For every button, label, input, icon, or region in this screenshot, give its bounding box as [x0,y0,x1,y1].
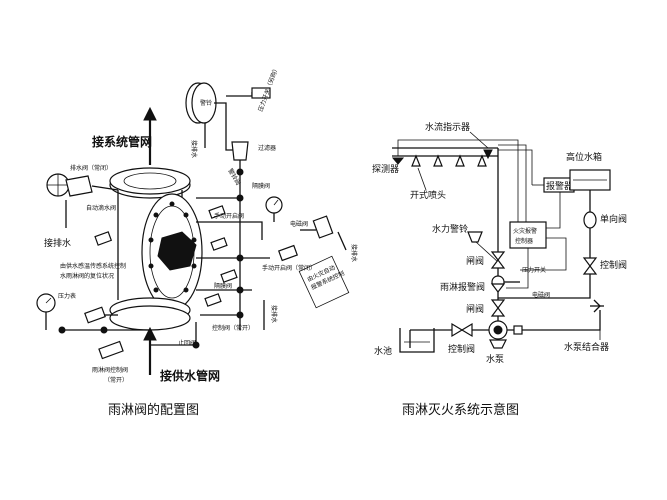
system-pipe-label: 接系统管网 [92,134,152,149]
lock-label: （常开） [104,376,128,384]
open-sprinkler-label: 开式喷头 [410,189,446,201]
system-pipe-arrow: 接系统管网 [92,106,157,165]
control-valve-r-label: 控制阀 [600,259,627,271]
hand-valve-label: 手动开启阀 [214,212,244,220]
fire-panel-line2: 控制器 [515,237,533,245]
pump-loop: 水泵 控制阀 水池 [374,310,601,365]
alarm-panel-label: 报警器 [546,180,573,192]
gate-valve-2-label: 闸阀 [466,304,484,315]
left-caption: 雨淋阀的配置图 [108,402,199,418]
check-label: 止回阀 [178,339,196,347]
alarm-bell-assembly: 警铃 压力开关（另购） 接排水 过滤器 警铃阀 [185,65,280,187]
flow-indicator-label: 水流指示器 [425,121,470,133]
control-valve-label: 控制阀 [448,343,475,355]
diaphragm-label: 隔膜阀 [214,282,232,290]
isolation-label: 隔膜阀 [252,182,270,190]
supply-pipe-arrow: 接供水管网 [143,326,220,383]
reservoir-label: 水池 [374,345,392,357]
hand-open-label: 手动开启阀（常闭） [262,264,316,272]
right-caption: 雨淋灭火系统示意图 [402,402,519,418]
supply-gauge-label: 雨淋阀控制阀 [92,366,128,374]
cut-valve-label: 控制阀（常开） [212,324,254,332]
high-tank-label: 高位水箱 [566,151,602,163]
alarm-bell-label: 警铃 [200,99,212,107]
pressure-switch-label-r: 压力开关 [522,266,546,274]
water-bell: 水力警铃 [432,223,499,263]
fire-panel-line1: 火灾报警 [513,227,537,235]
valve-body [109,167,203,331]
high-tank-leg: 高位水箱 单向阀 控制阀 水泵结合器 [498,151,627,353]
drain-top-label: 接排水 [190,140,198,158]
pump-adapter-label: 水泵结合器 [564,341,609,353]
filter-label: 过滤器 [258,144,276,152]
left-trim: 排水阀（常闭） 接排水 自动滴水阀 由供水感温传感系统控制 水雨淋阀的复位状况 … [36,164,200,384]
supply-pipe-label: 接供水管网 [160,368,220,383]
deluge-valve-label: 雨淋报警阀 [440,281,485,293]
riser-piping: 报警器 火灾报警 控制器 电磁阀 压力开关 [497,139,575,299]
pump-label: 水泵 [486,353,504,365]
drain-valve-label: 排水阀（常闭） [70,164,112,172]
drain-left-label: 接排水 [44,237,71,249]
deluge-system-schematic: 探测器 开式喷头 水流指示器 报警器 火灾报警 控制器 电磁阀 压力开关 [372,121,627,418]
water-bell-label: 水力警铃 [432,223,468,235]
solenoid-label: 电磁阀 [532,291,550,299]
auto-drain-label: 自动滴水阀 [86,204,116,212]
check-valve-label: 单向阀 [600,213,627,225]
sensing-label-2: 水雨淋阀的复位状况 [60,272,114,280]
electromagnetic-label: 电磁阀 [290,220,308,228]
pressure-gauge-label: 压力表 [58,292,76,300]
drain-right-label: 接排水 [350,244,358,262]
deluge-valve-configuration: 接系统管网 接供水管网 警铃 压力开关（另购） 接排水 过滤器 警铃阀 [36,65,358,418]
riser-valves: 闸阀 雨淋报警阀 闸阀 [440,230,520,322]
drain-bottom-label: 接排水 [270,305,278,323]
detector-label: 探测器 [372,163,399,175]
sprinkler-branch: 探测器 开式喷头 水流指示器 [372,121,498,201]
trim-piping: 电磁阀 接排水 接排水 由火灾自动 报警系统控制 隔膜阀 手动开启阀 手动开启阀… [196,160,358,332]
gate-valve-1-label: 闸阀 [466,256,484,267]
sensing-label: 由供水感温传感系统控制 [60,262,126,270]
